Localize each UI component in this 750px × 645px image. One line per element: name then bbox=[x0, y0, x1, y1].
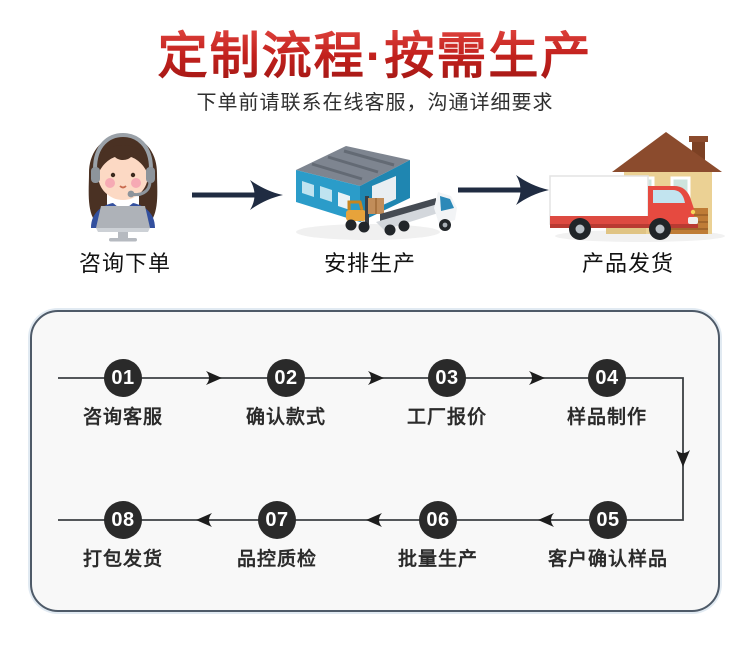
step-circle-03: 03 bbox=[428, 359, 466, 397]
stage-label-arrange-production: 安排生产 bbox=[323, 251, 416, 276]
step-label-quality-inspection: 品控质检 bbox=[236, 549, 317, 570]
step-circle-05: 05 bbox=[589, 501, 627, 539]
arrow-right-icon bbox=[190, 177, 286, 213]
step-circle-04: 04 bbox=[588, 359, 626, 397]
page-subtitle: 下单前请联系在线客服，沟通详细要求 bbox=[196, 92, 554, 114]
step-circle-02: 02 bbox=[267, 359, 305, 397]
step-circle-06: 06 bbox=[419, 501, 457, 539]
page-title: 定制流程·按需生产 bbox=[0, 16, 750, 88]
step-circle-07: 07 bbox=[258, 501, 296, 539]
step-circle-01: 01 bbox=[104, 359, 142, 397]
factory-icon bbox=[288, 134, 462, 242]
step-label-mass-production: 批量生产 bbox=[397, 549, 478, 570]
step-circle-08: 08 bbox=[104, 501, 142, 539]
step-label-customer-confirm-sample: 客户确认样品 bbox=[547, 549, 668, 570]
step-label-confirm-style: 确认款式 bbox=[245, 407, 326, 428]
customer-service-icon bbox=[64, 124, 182, 242]
step-label-pack-ship: 打包发货 bbox=[82, 549, 163, 570]
arrow-right-icon bbox=[456, 172, 552, 208]
stage-label-consult-order: 咨询下单 bbox=[78, 251, 171, 276]
step-label-factory-quote: 工厂报价 bbox=[406, 407, 487, 428]
delivery-truck-house-icon bbox=[540, 120, 730, 244]
flow-connector-lines bbox=[30, 310, 720, 612]
step-label-sample-making: 样品制作 bbox=[566, 407, 647, 428]
stage-label-product-shipping: 产品发货 bbox=[581, 251, 674, 276]
step-label-consult-service: 咨询客服 bbox=[82, 407, 163, 428]
